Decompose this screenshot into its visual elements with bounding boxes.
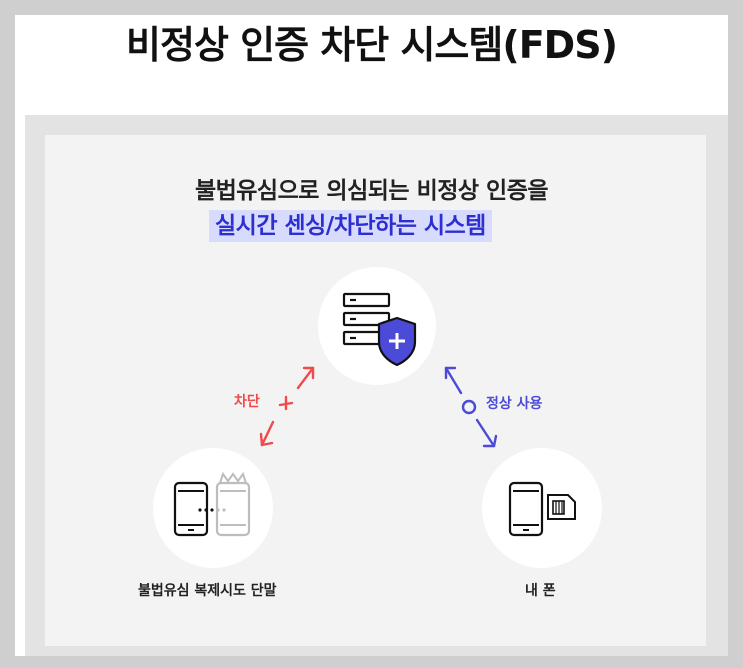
cloned-phone-icon [173,471,251,537]
page-title: 비정상 인증 차단 시스템(FDS) [126,23,618,67]
blocked-connection-arrow [259,366,315,447]
normal-connection-arrow [444,366,498,448]
phone-usim-icon [508,481,576,537]
blocked-label: 차단 [234,394,260,410]
normal-use-label: 정상 사용 [486,396,543,412]
headline-line2-highlight: 실시간 센싱/차단하는 시스템 [209,210,492,242]
clone-device-label: 불법유심 복제시도 단말 [138,583,277,599]
headline-line1: 불법유심으로 의심되는 비정상 인증을 [194,178,549,204]
clone-device-node [153,448,273,568]
my-phone-label: 내 폰 [525,583,556,599]
server-shield-icon [342,292,417,367]
